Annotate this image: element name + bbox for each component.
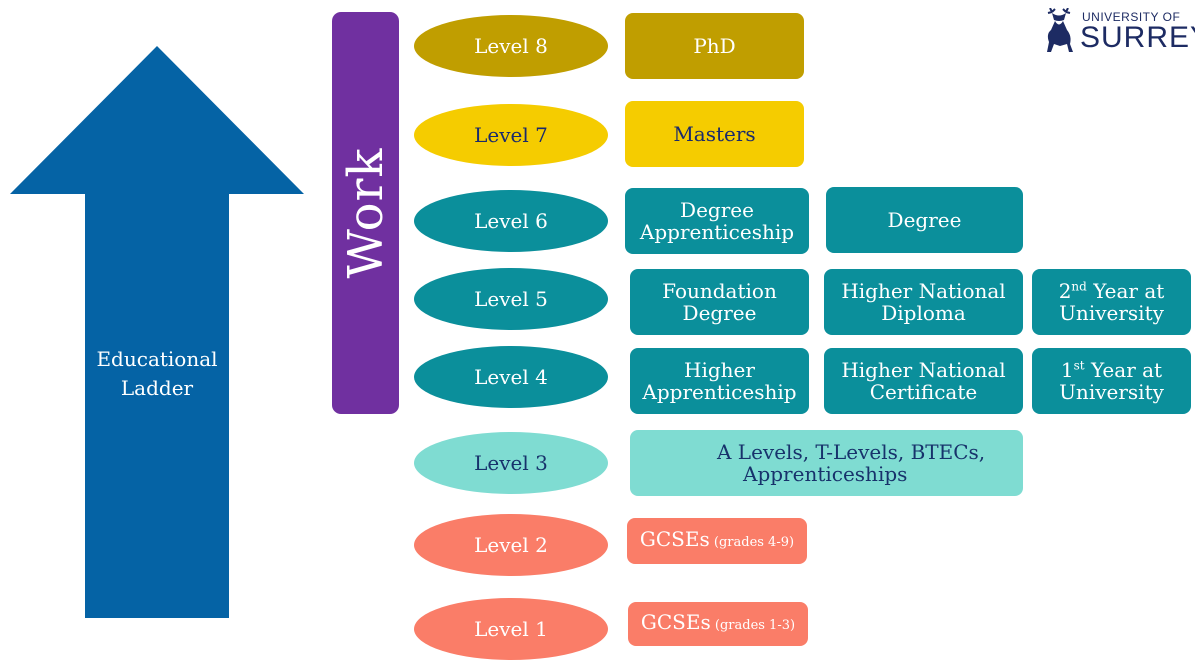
educational-ladder-label: Educational Ladder (96, 347, 218, 400)
higher-apprenticeship-box: Higher Apprenticeship (630, 348, 809, 414)
university-logo: UNIVERSITY OF SURREY (1040, 7, 1195, 54)
stag-icon (1047, 7, 1073, 52)
higher-national-diploma-box: Higher National Diploma (824, 269, 1023, 335)
masters-box: Masters (625, 101, 804, 167)
level-4-ellipse: Level 4 (414, 346, 608, 408)
phd-box: PhD (625, 13, 804, 79)
second-year-university-box: 2nd Year at University (1032, 269, 1191, 335)
educational-ladder-arrow (10, 46, 304, 618)
level-1-ellipse: Level 1 (414, 598, 608, 660)
higher-national-certificate-box: Higher National Certificate (824, 348, 1023, 414)
level-8-ellipse: Level 8 (414, 15, 608, 77)
level-2-ellipse: Level 2 (414, 514, 608, 576)
degree-apprenticeship-box: Degree Apprenticeship (625, 188, 809, 254)
degree-box: Degree (826, 187, 1023, 253)
work-label: Work (337, 147, 394, 279)
a-levels-box: A Levels, T-Levels, BTECs, Apprenticeshi… (630, 430, 1023, 496)
level-3-ellipse: Level 3 (414, 432, 608, 494)
level-6-ellipse: Level 6 (414, 190, 608, 252)
gcse-grades-4-9-box: GCSEs (grades 4-9) (627, 518, 807, 564)
first-year-university-box: 1st Year at University (1032, 348, 1191, 414)
gcse-grades-1-3-box: GCSEs (grades 1-3) (628, 602, 808, 646)
level-7-ellipse: Level 7 (414, 104, 608, 166)
level-5-ellipse: Level 5 (414, 268, 608, 330)
work-bar: Work (332, 12, 399, 414)
foundation-degree-box: Foundation Degree (630, 269, 809, 335)
